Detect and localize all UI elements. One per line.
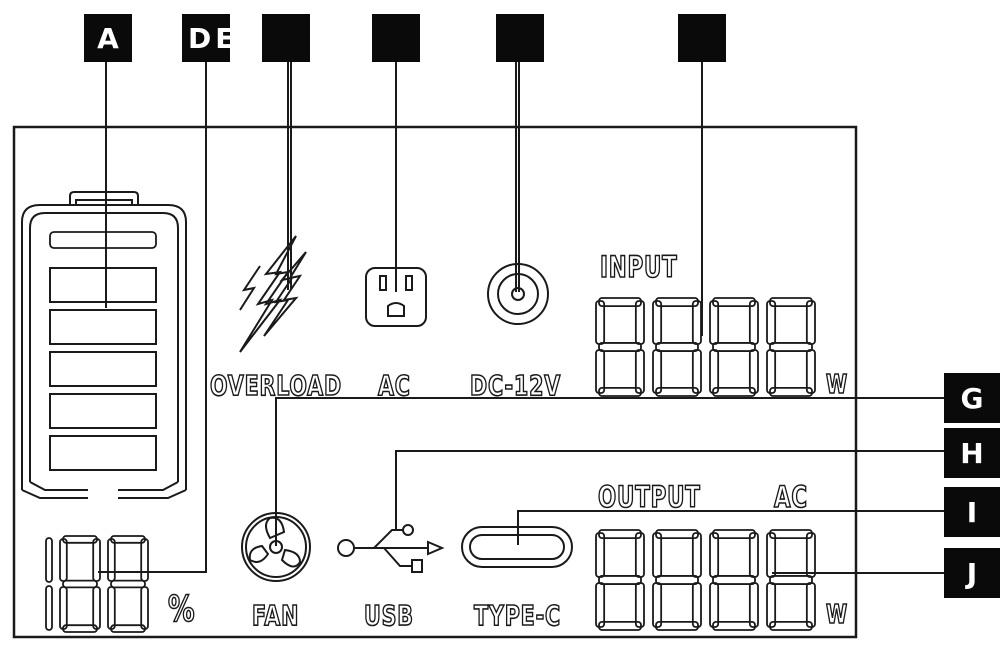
input-digit-1 [652,297,702,397]
input-digit-3 [766,297,816,397]
output-digit-display [595,529,816,631]
input-text: INPUT [599,250,678,284]
usb-text: USB [363,599,414,632]
w-unit-top: W [825,370,848,400]
leader-i [517,510,944,545]
output-digit-1 [652,529,702,631]
output-digit-2 [709,529,759,631]
callout-lines [98,62,944,574]
usb-icon [337,524,445,573]
battery-icon [21,191,187,499]
callout-label-a: A [84,14,132,62]
percent-digit-2 [107,535,149,633]
output-digit-0 [595,529,645,631]
leader-h [395,450,944,530]
overload-text: OVERLOAD [209,369,342,402]
input-digit-display [595,297,816,397]
callout-label-g: G [944,373,1000,423]
percent-digit-display [45,535,149,633]
output-text: OUTPUT [597,480,701,514]
callout-label-blank-1 [262,14,310,62]
leader-d [98,62,207,573]
callout-label-h: H [944,428,1000,478]
output-ac-text: AC [773,480,808,514]
ac-text: AC [377,369,411,402]
type-c-text: TYPE-C [473,599,561,632]
dc-12v-text: DC-12V [469,369,562,402]
callout-label-blank-4 [678,14,726,62]
input-digit-2 [709,297,759,397]
output-digit-3 [766,529,816,631]
percent-digit-1 [59,535,101,633]
callout-label-blank-3 [496,14,544,62]
fan-text: FAN [251,599,300,632]
lightning-icon [239,235,307,353]
w-unit-bottom: W [825,600,848,630]
percent-sign: % [167,589,196,630]
callout-label-j: J [944,548,1000,598]
callout-label-blank-2 [372,14,420,62]
input-digit-0 [595,297,645,397]
leader-g [275,397,944,546]
callout-label-i: I [944,487,1000,537]
lcd-frame [12,125,858,639]
percent-digit-0 [45,537,53,631]
